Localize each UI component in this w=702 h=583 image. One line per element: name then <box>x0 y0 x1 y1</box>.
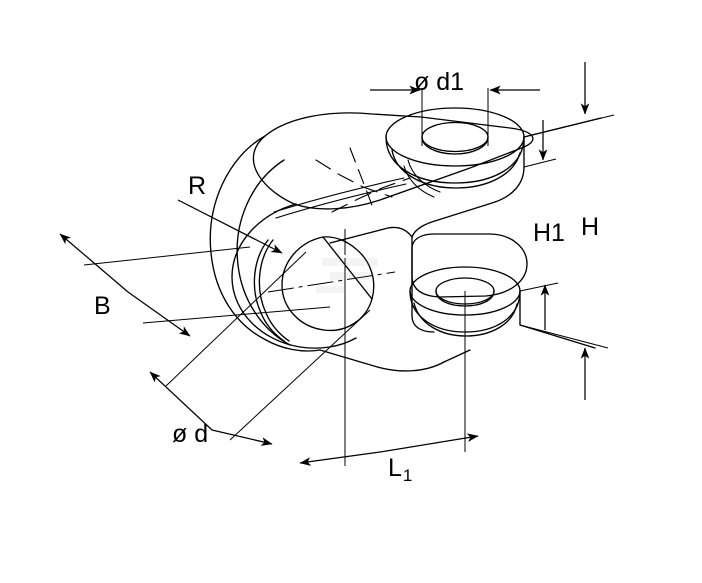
center-lines <box>267 229 396 340</box>
lower-prong-top-face <box>411 233 528 298</box>
label-length-l1: L1 <box>388 454 412 485</box>
dim-B-line-2 <box>127 291 191 337</box>
eye-outer-lower-join <box>265 339 321 352</box>
ext-B-lower <box>142 306 331 324</box>
label-height-h1: H1 <box>533 219 565 247</box>
ext-H-bottom <box>519 324 609 349</box>
upper-prong-underside <box>411 166 525 238</box>
fork-slot-inner-face <box>411 236 435 333</box>
eye-outer-back-arc <box>209 135 267 341</box>
eye-back-face-arc <box>236 159 291 346</box>
body-front-to-lower-boss <box>443 349 471 363</box>
hidden-slot-line-a <box>315 159 393 198</box>
dim-d-line-lower <box>211 429 273 446</box>
upper-arm-top-face <box>252 112 534 210</box>
extension-lines <box>83 88 615 466</box>
label-radius: R <box>188 172 207 200</box>
dim-L1-right-seg <box>379 433 479 453</box>
upper-hole-inner-arc <box>421 136 489 155</box>
main-bore-centerline-horizontal <box>267 271 396 293</box>
ext-d-upper <box>165 251 307 387</box>
label-height-h: H <box>581 213 600 241</box>
bore-wall-inner-2 <box>258 239 290 342</box>
fork-slot-inner-face-left <box>329 226 413 244</box>
dim-R-leader <box>177 199 283 254</box>
arm-contour-line-2 <box>275 183 407 219</box>
label-width-b: B <box>94 292 111 320</box>
ext-H1-bottom <box>519 282 559 292</box>
hidden-slot-line-b <box>331 177 411 213</box>
label-diameter-d1: ø d1 <box>414 68 465 96</box>
boss-blend-arc-1 <box>407 159 441 193</box>
ext-B-upper <box>83 246 251 266</box>
dim-L1-left-seg <box>299 451 381 466</box>
hidden-detail-lines <box>273 147 441 219</box>
dim-d-line-upper <box>149 371 213 431</box>
arm-contour-line-1 <box>273 177 405 213</box>
eye-outer-front-arc <box>231 203 357 349</box>
upper-boss-side-wall <box>385 136 525 184</box>
upper-boss-top-outer <box>385 107 525 167</box>
main-bore-front-circle-2 <box>322 236 375 300</box>
lower-prong-bottom-right-edge <box>519 324 596 349</box>
upper-boss-rim-line <box>391 149 521 189</box>
upper-hole-top <box>421 121 489 153</box>
ext-H-top <box>523 114 615 138</box>
main-bore-front-circle <box>281 236 373 332</box>
dimension-lines <box>59 62 590 466</box>
hidden-slot-cross <box>349 147 373 206</box>
body-front-lower-edge <box>319 349 445 372</box>
boss-blend-arc-2 <box>403 165 435 198</box>
label-length-l1-main: L <box>388 454 402 482</box>
dim-B-line <box>59 233 129 293</box>
ext-d-lower <box>229 309 371 441</box>
lower-boss-rim-line <box>413 302 518 337</box>
ext-H1-top <box>523 158 557 168</box>
label-length-l1-subscript: 1 <box>402 466 413 485</box>
label-diameter-d: ø d <box>172 420 209 448</box>
